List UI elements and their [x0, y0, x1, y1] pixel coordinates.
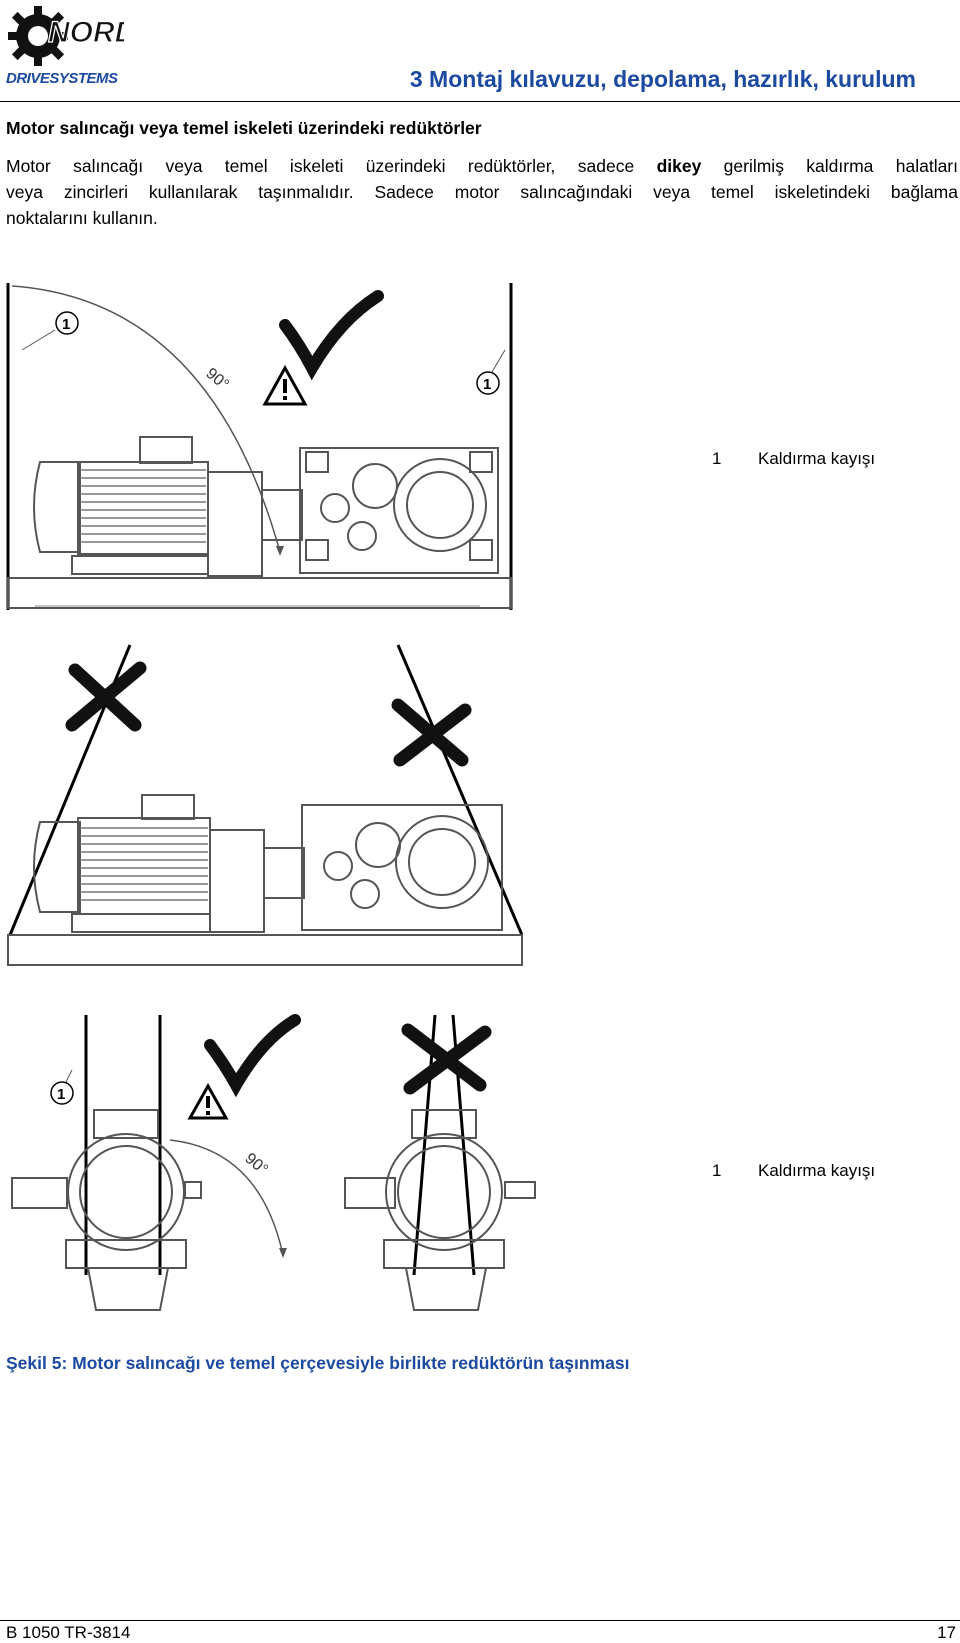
svg-text:1: 1 [57, 1086, 65, 1103]
chapter-title: 3 Montaj kılavuzu, depolama, hazırlık, k… [409, 66, 916, 92]
motor-end-view [344, 1109, 536, 1311]
svg-text:1: 1 [483, 376, 491, 393]
cross-icon [401, 1023, 492, 1095]
figure-lifting-end-view: 90° 1 [11, 1014, 536, 1311]
callout-1 [55, 311, 79, 335]
cross-icon [65, 661, 147, 732]
gearbox [299, 447, 499, 574]
body-paragraph: Motor salıncağı veya temel iskeleti üzer… [6, 153, 958, 231]
logo-subtext: DRIVESYSTEMS [6, 70, 118, 87]
angle-label: 90° [241, 1150, 270, 1179]
section-heading: Motor salıncağı veya temel iskeleti üzer… [6, 118, 482, 138]
paragraph-line-3: noktalarını kullanın. [6, 208, 158, 228]
warning-icon [262, 364, 308, 406]
checkmark-icon [204, 1014, 301, 1098]
base-frame [7, 934, 523, 966]
motor [33, 436, 303, 577]
emphasis-vertical: dikey [656, 156, 702, 176]
angle-arc [11, 285, 281, 553]
base-frame [7, 577, 512, 609]
cross-icon-right [391, 698, 472, 767]
angle-label: 90° [202, 365, 231, 394]
svg-text:1: 1 [62, 316, 70, 333]
motor [33, 794, 305, 933]
checkmark-icon [279, 290, 384, 381]
header-divider [0, 101, 960, 102]
page-number: 17 [937, 1623, 956, 1642]
crossed-sling-left [412, 1014, 437, 1276]
paragraph-line-1: Motor salıncağı veya temel iskeleti üzer… [6, 156, 959, 176]
gear-icon [8, 6, 68, 66]
callout-1 [50, 1081, 74, 1105]
warning-icon [187, 1082, 229, 1120]
angled-sling-right [396, 644, 524, 936]
figure-caption: Şekil 5: Motor salıncağı ve temel çerçev… [6, 1353, 630, 1373]
gearbox [301, 804, 503, 931]
figure-incorrect-lifting-side [7, 644, 524, 966]
footer-divider [0, 1620, 960, 1621]
figure-correct-lifting-side: 90° 1 1 [6, 283, 513, 610]
document-id: B 1050 TR-3814 [6, 1623, 131, 1642]
paragraph-line-2: veya zincirleri kullanılarak taşınmalıdı… [6, 182, 958, 202]
callout-1-right [476, 371, 500, 395]
angle-arc [169, 1139, 284, 1256]
motor-end-view [11, 1109, 202, 1311]
